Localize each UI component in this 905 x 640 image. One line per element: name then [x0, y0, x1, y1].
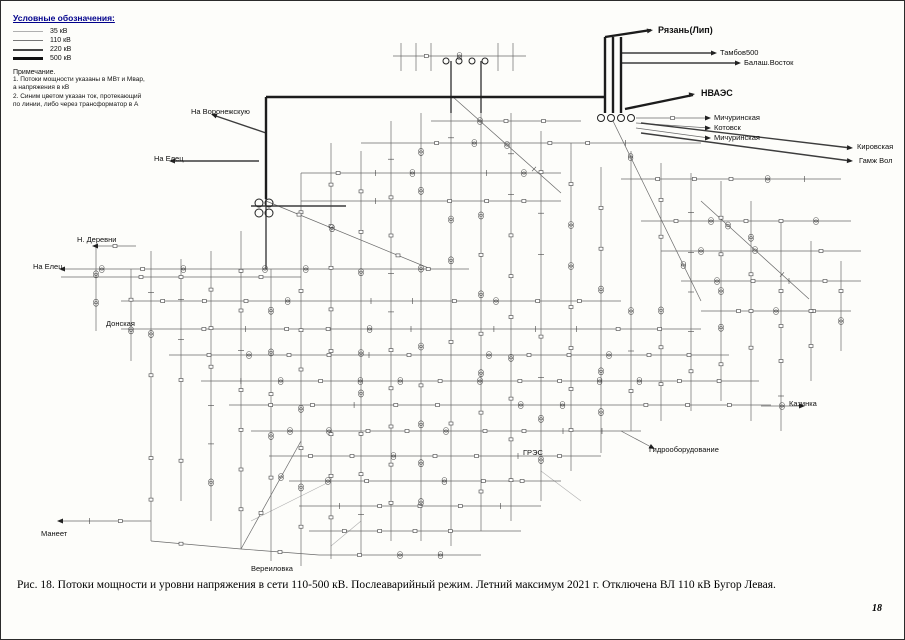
legend-item-label: 500 кВ — [50, 55, 72, 62]
diagram-label: Н. Деревни — [77, 235, 117, 244]
diagram-label: Донская — [106, 319, 135, 328]
legend-item-500kv: 500 кВ — [13, 54, 191, 63]
diagram-label: Балаш.Восток — [744, 58, 794, 67]
diagram-label: Тамбов500 — [720, 48, 759, 57]
diagram-label: Кировская — [857, 142, 894, 151]
diagram-label: Мичуринская — [714, 113, 760, 122]
diagram-label: На Воронежскую — [191, 107, 250, 116]
diagram-label: Казинка — [789, 399, 817, 408]
diagram-label: НВАЭС — [701, 88, 733, 98]
diagram-label: Мичуринская — [714, 133, 760, 142]
diagram-label: Манеет — [41, 529, 68, 538]
diagram-label: На Елец — [33, 262, 63, 271]
diagram-label: Рязань(Лип) — [658, 25, 713, 35]
legend-title: Условные обозначения: — [13, 13, 115, 23]
figure-caption: Рис. 18. Потоки мощности и уровни напряж… — [17, 579, 776, 591]
legend-item-110kv: 110 кВ — [13, 36, 191, 45]
page-number: 18 — [872, 603, 882, 614]
legend-item-label: 220 кВ — [50, 46, 72, 53]
diagram-label: Котовск — [714, 123, 741, 132]
note-line: 1. Потоки мощности указаны в МВт и Мвар, — [13, 76, 145, 83]
legend-line-sample-35kv — [13, 31, 43, 32]
legend-item-label: 35 кВ — [50, 28, 68, 35]
diagram-label: ГРЭС — [523, 448, 543, 457]
legend-line-sample-220kv — [13, 48, 43, 51]
legend: Условные обозначения: 35 кВ 110 кВ 220 к… — [13, 13, 191, 110]
legend-item-220kv: 220 кВ — [13, 45, 191, 54]
legend-item-label: 110 кВ — [50, 37, 71, 44]
note-line: по линии, либо через трансформатор в А — [13, 101, 139, 109]
legend-item-35kv: 35 кВ — [13, 27, 191, 36]
diagram-label: Гамж Вол — [859, 156, 893, 165]
notes-title: Примечание. — [13, 69, 56, 76]
diagram-label: Гидрооборудование — [649, 445, 719, 454]
diagram-label: Вереиловка — [251, 564, 293, 573]
legend-line-sample-110kv — [13, 40, 43, 41]
legend-line-sample-500kv — [13, 57, 43, 60]
note-line: а напряжения в кВ — [13, 84, 70, 92]
diagram-label: На Елец — [154, 154, 184, 163]
note-line: 2. Синим цветом указан ток, протекающий — [13, 92, 142, 100]
